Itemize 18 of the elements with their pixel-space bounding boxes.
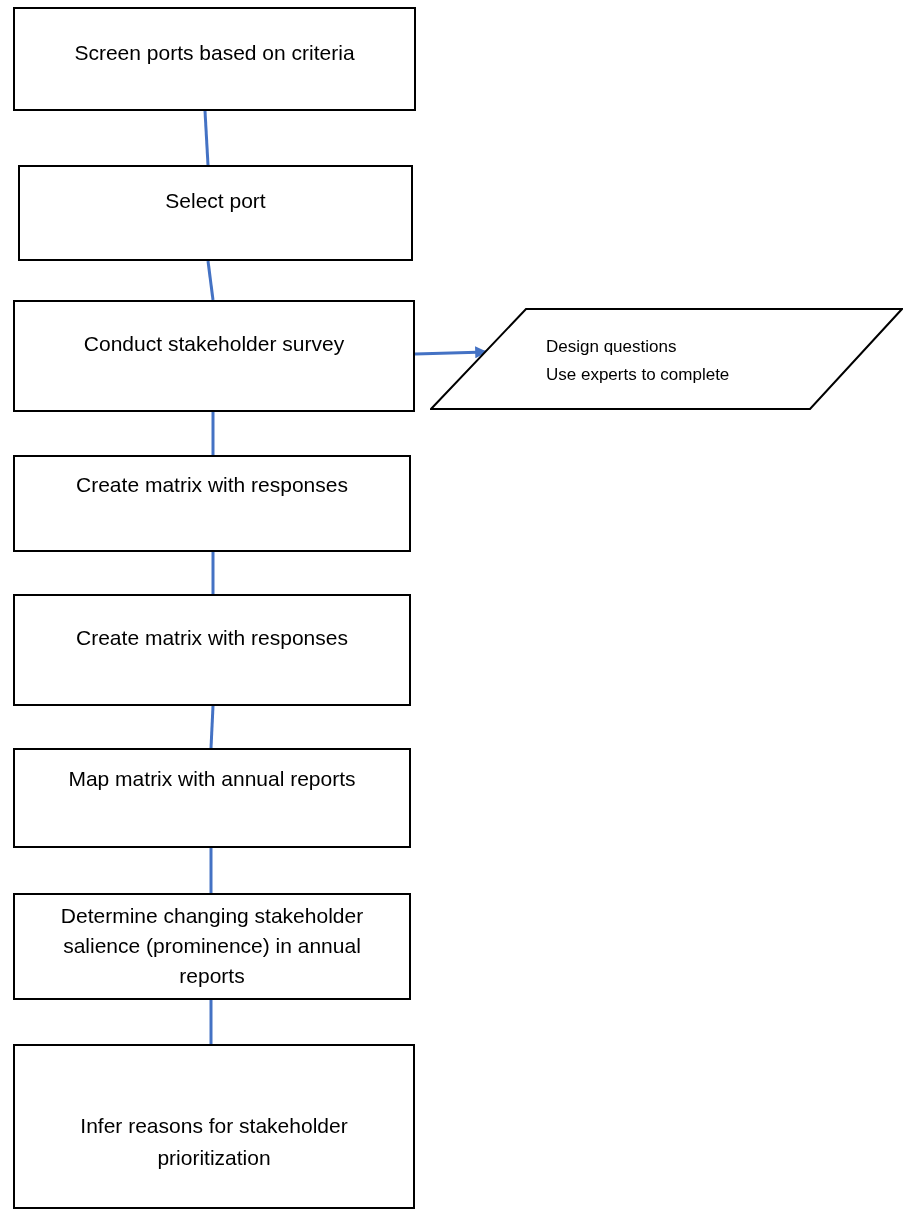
node-text: Use experts to complete <box>546 364 730 386</box>
connector-line <box>209 705 215 749</box>
process-box: Map matrix with annual reports <box>13 748 411 848</box>
node-text: Design questions <box>546 336 677 358</box>
process-box: Conduct stakeholder survey <box>13 300 415 412</box>
process-box: Create matrix with responses <box>13 594 411 706</box>
process-box: Select port <box>18 165 413 261</box>
connector-line <box>209 1000 213 1044</box>
process-box: Infer reasons for stakeholder prioritization <box>13 1044 415 1209</box>
process-box: Screen ports based on criteria <box>13 7 416 111</box>
connector-line <box>211 552 215 594</box>
connector-line <box>211 412 215 455</box>
connector-line <box>203 110 210 166</box>
process-box: Create matrix with responses <box>13 455 411 552</box>
connector-line <box>206 260 215 301</box>
input-output-parallelogram <box>430 308 903 410</box>
connector-line <box>209 848 213 893</box>
process-box: Determine changing stakeholder salience (prominence) in annual reports <box>13 893 411 1000</box>
